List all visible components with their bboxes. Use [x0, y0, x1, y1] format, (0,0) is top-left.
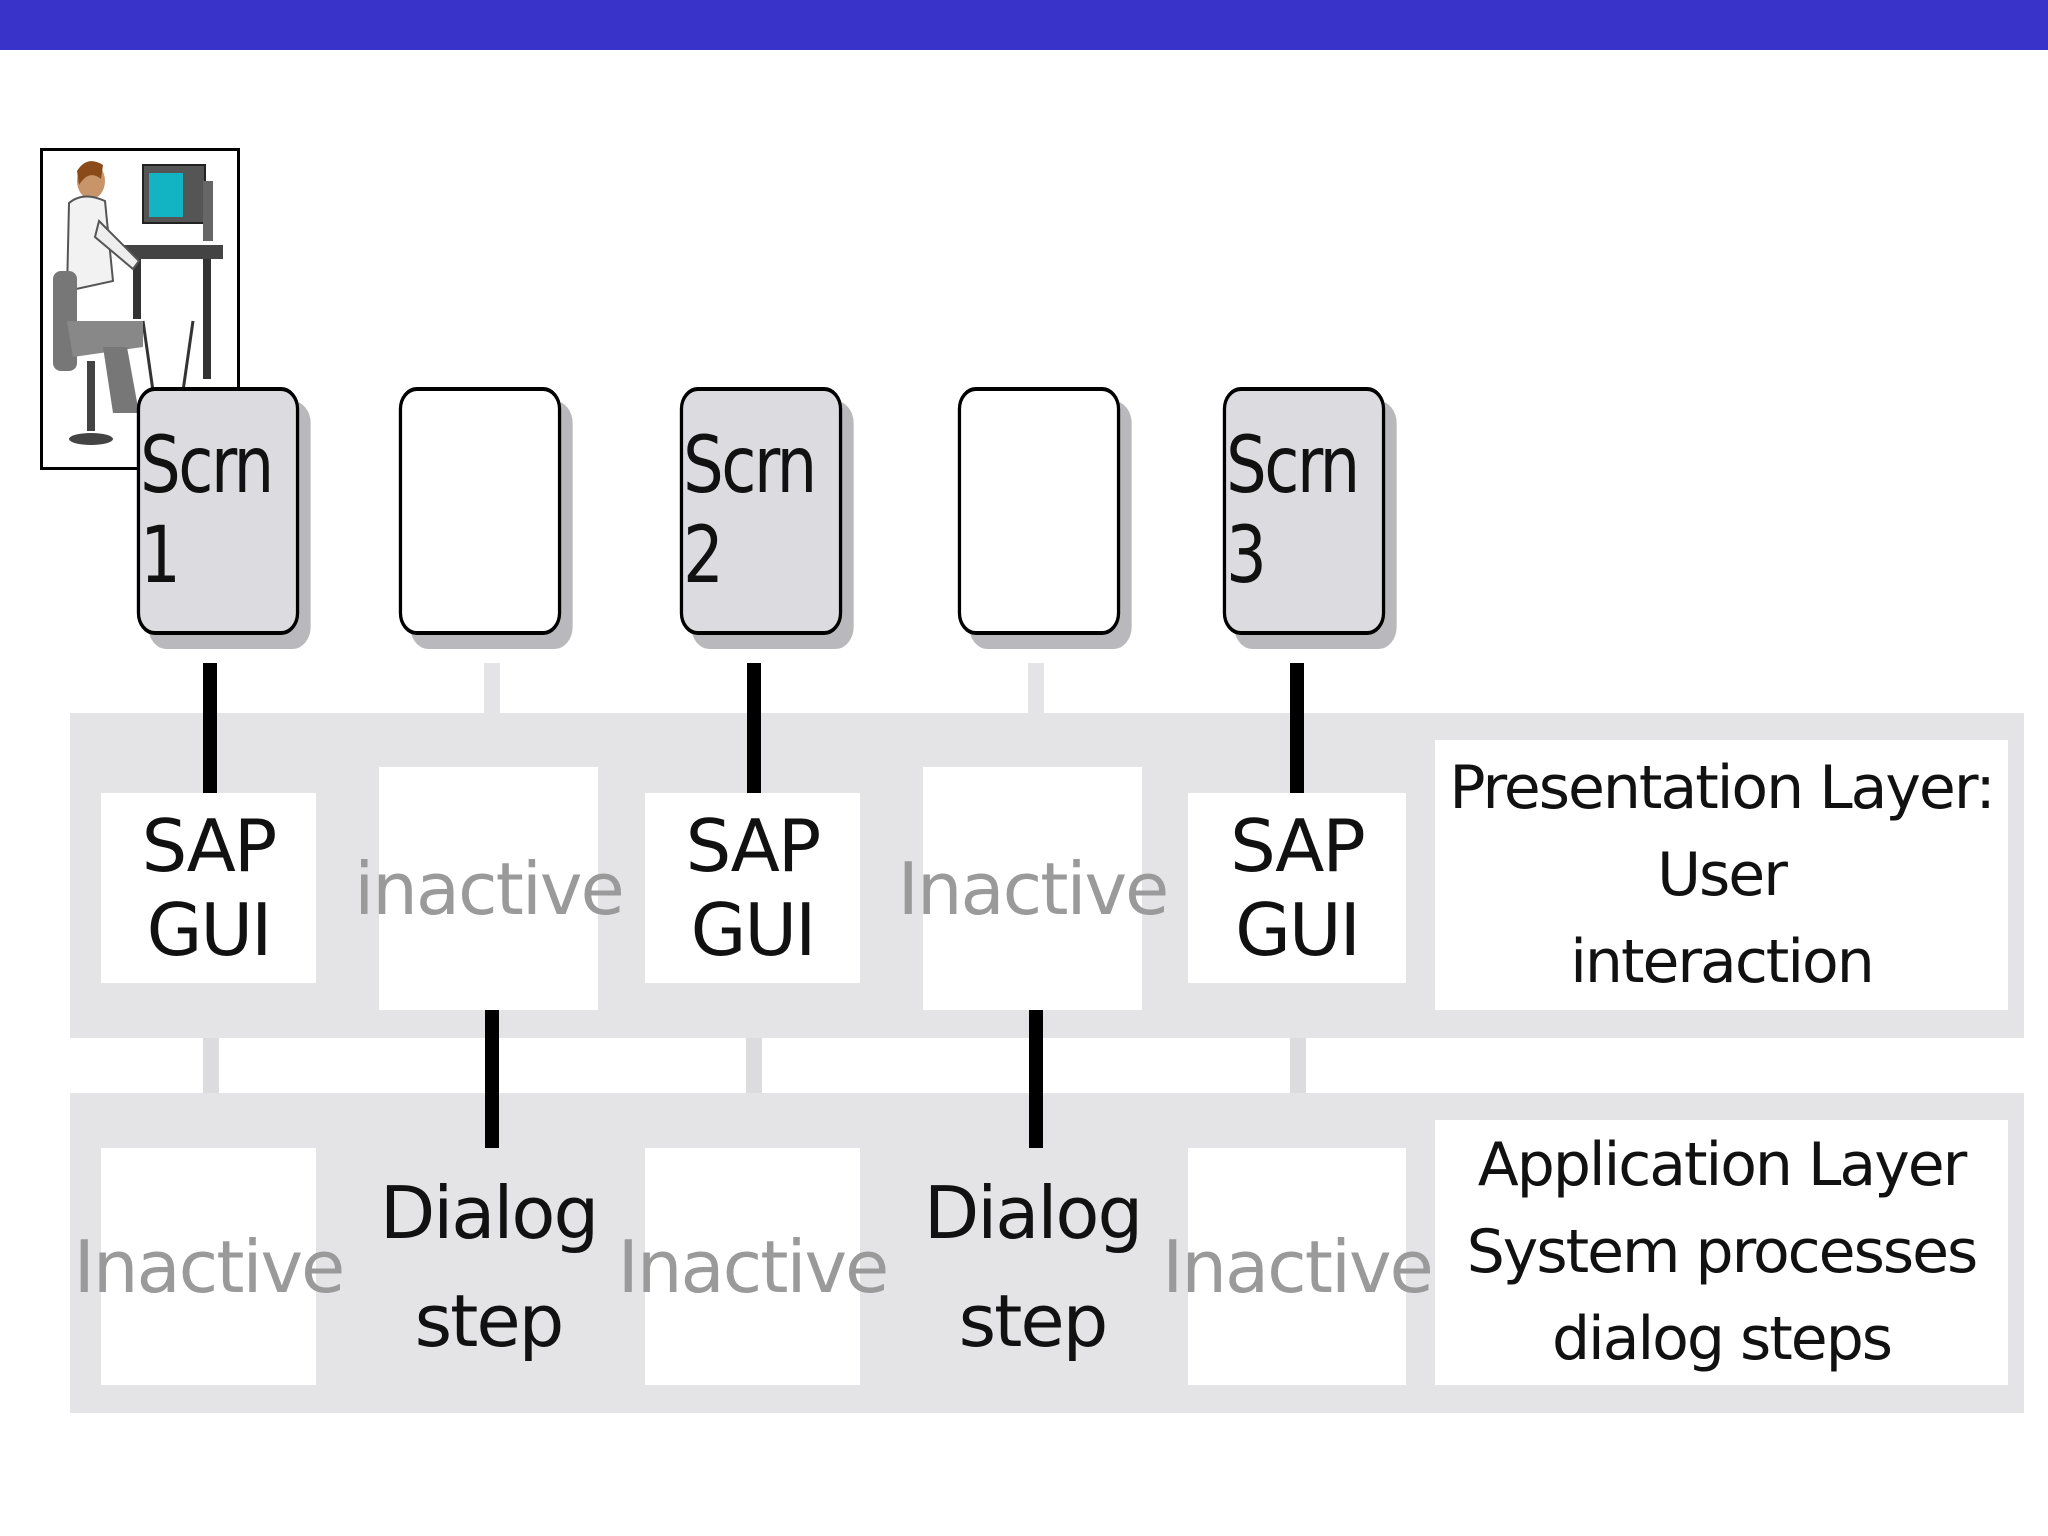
presentation-cell-text: SAP GUI	[141, 804, 278, 972]
application-cell-text: Inactive	[73, 1224, 346, 1309]
connector	[484, 663, 500, 718]
application-cell-text: Inactive	[617, 1224, 890, 1309]
application-cell: Dialog step	[923, 1148, 1143, 1385]
presentation-cell-text: SAP GUI	[1230, 804, 1366, 972]
application-cell-text: Dialog	[379, 1170, 599, 1255]
screen-3: Scrn 3	[1222, 387, 1386, 635]
label-line: User	[1657, 839, 1788, 910]
application-cell: Dialog step	[379, 1148, 599, 1385]
label-line: System processes	[1466, 1217, 1979, 1287]
application-cell: Inactive	[74, 1148, 345, 1385]
label-line: Presentation Layer:	[1449, 752, 1995, 823]
connector	[1029, 1010, 1043, 1148]
connector	[203, 1038, 219, 1093]
screen-2: Scrn 2	[679, 387, 843, 635]
presentation-cell-text: inactive	[354, 846, 624, 931]
presentation-cell: inactive	[354, 767, 625, 1010]
presentation-cell-text: Inactive	[897, 846, 1170, 931]
title-bar	[0, 0, 2048, 50]
application-cell: Inactive	[618, 1148, 889, 1385]
presentation-cell: Inactive	[898, 767, 1169, 1010]
application-layer-label: Application Layer System processes dialo…	[1435, 1120, 2008, 1385]
application-cell-text: Inactive	[1162, 1224, 1434, 1309]
application-cell-text: step	[958, 1278, 1109, 1363]
presentation-cell: SAP GUI	[101, 793, 316, 983]
connector	[1028, 663, 1044, 718]
application-cell: Inactive	[1162, 1148, 1434, 1385]
presentation-cell-text: SAP GUI	[685, 804, 822, 972]
connector	[485, 1010, 499, 1148]
screen-1: Scrn 1	[136, 387, 300, 635]
connector	[746, 1038, 762, 1093]
label-line: interaction	[1570, 926, 1875, 997]
connector	[747, 663, 761, 793]
label-line: dialog steps	[1551, 1304, 1893, 1374]
connector	[203, 663, 217, 793]
connector	[1290, 663, 1304, 793]
screen-blank-1	[398, 387, 562, 635]
screen-blank-2	[957, 387, 1121, 635]
connector	[1290, 1038, 1306, 1093]
presentation-cell: SAP GUI	[1188, 793, 1406, 983]
application-cell-text: step	[414, 1278, 565, 1363]
application-cell-text: Dialog	[923, 1170, 1143, 1255]
user-at-computer-icon	[40, 148, 240, 470]
presentation-layer-label: Presentation Layer: User interaction	[1435, 740, 2008, 1010]
label-line: Application Layer	[1477, 1130, 1968, 1200]
presentation-cell: SAP GUI	[645, 793, 860, 983]
